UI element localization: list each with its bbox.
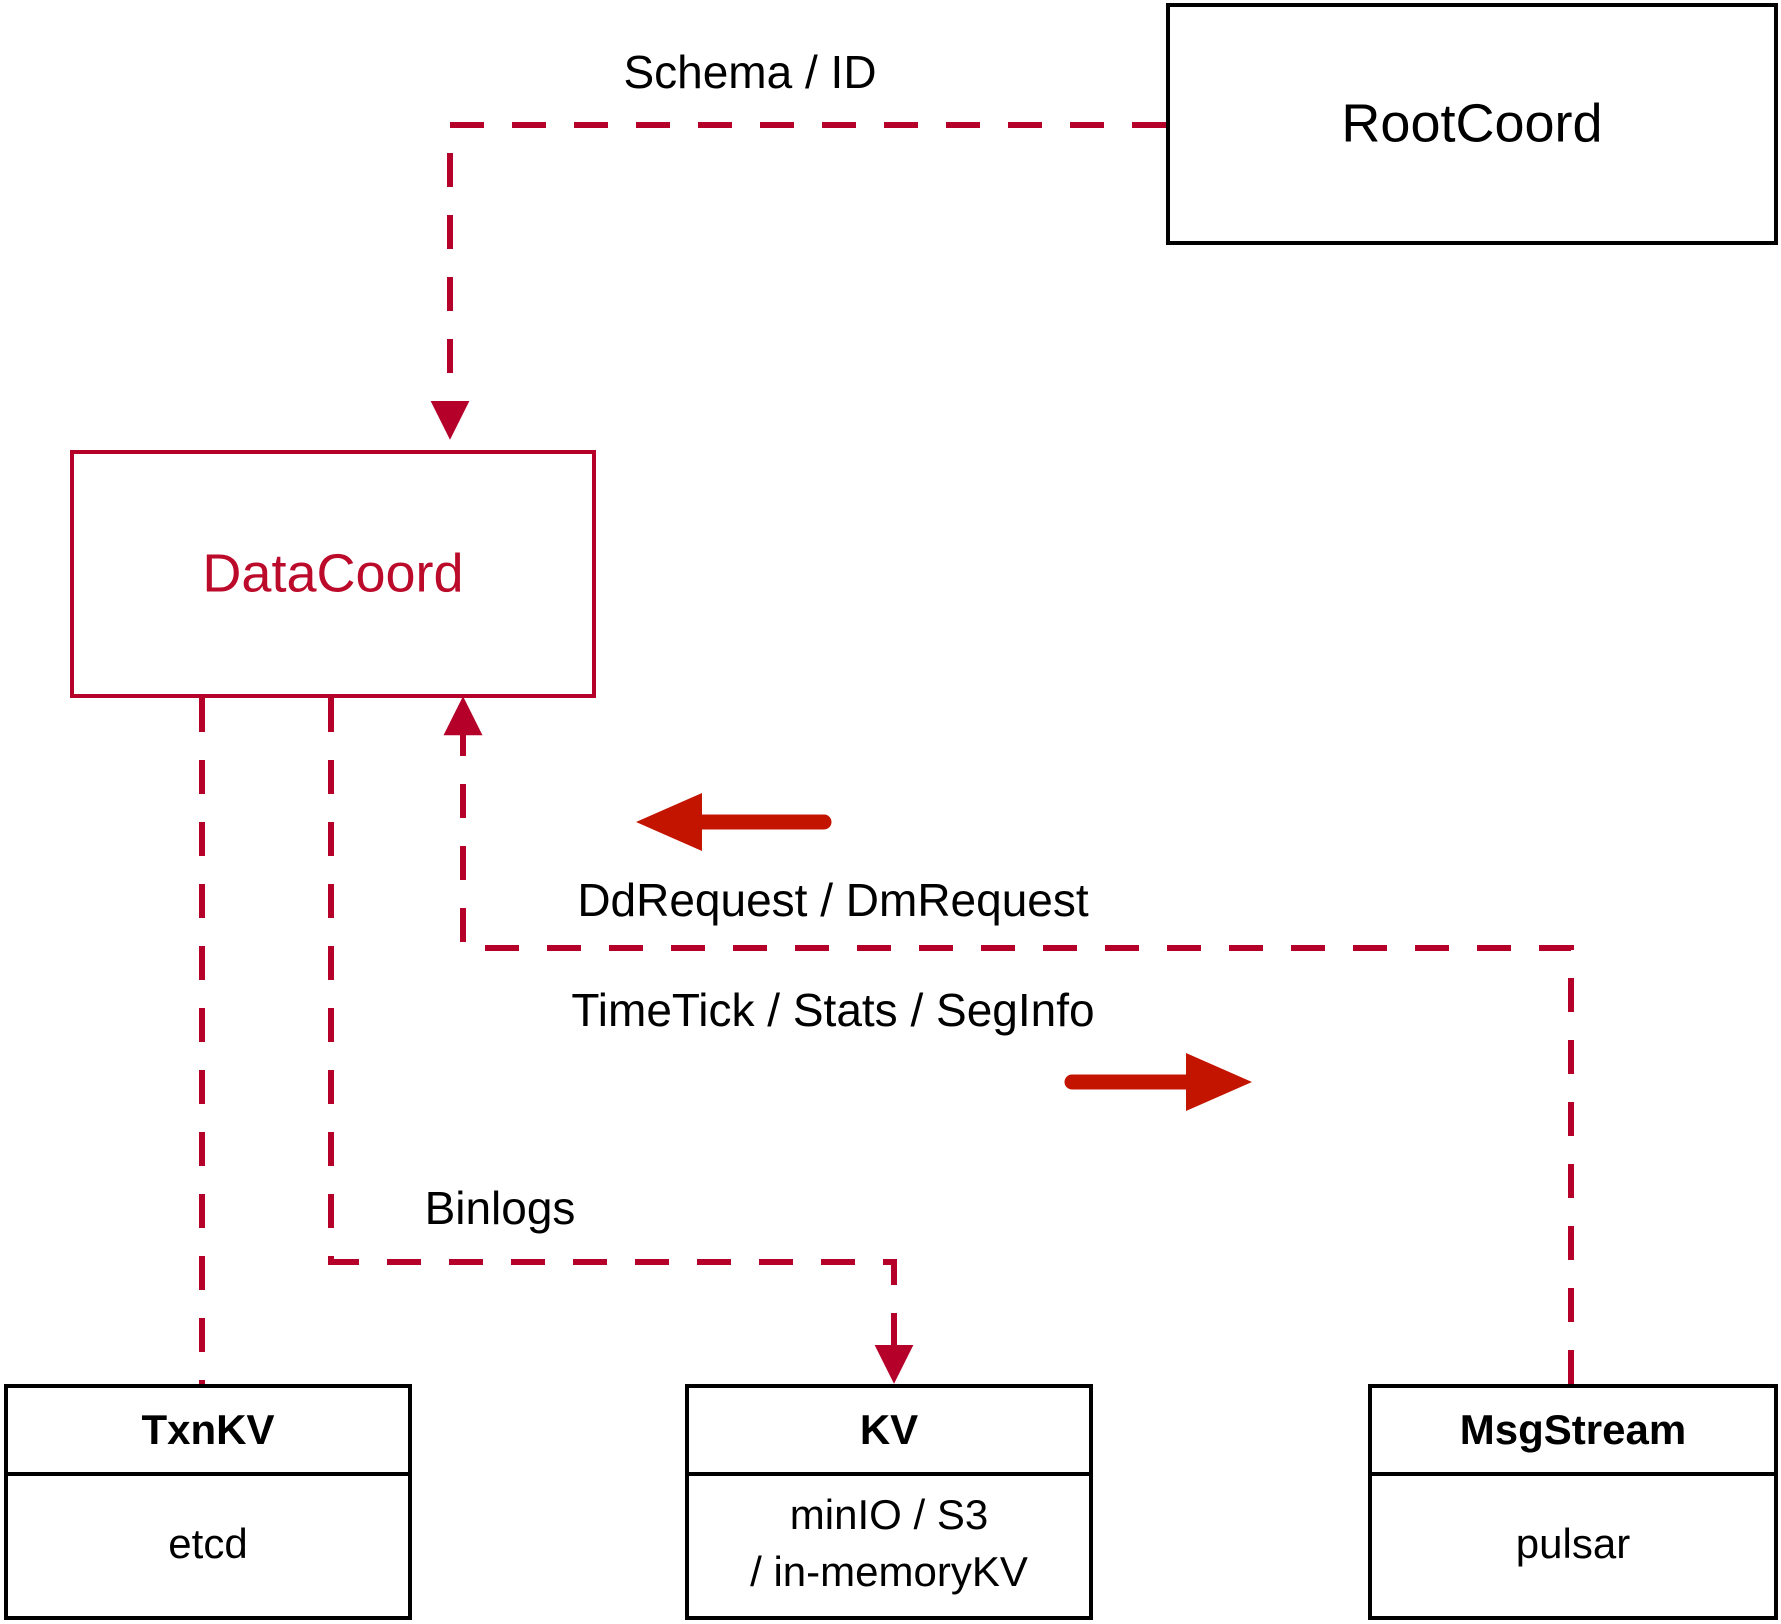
- node-datacoord[interactable]: DataCoord: [70, 450, 596, 698]
- edge-rootcoord-to-datacoord: [430, 122, 1166, 440]
- node-kv-header: KV: [689, 1388, 1089, 1476]
- node-msgstream[interactable]: MsgStream pulsar: [1368, 1384, 1778, 1620]
- edge-msgstream-to-datacoord: [443, 696, 1574, 1384]
- inbound-arrow: [636, 793, 832, 851]
- edge-label-timetick-stats-seginfo: TimeTick / Stats / SegInfo: [571, 984, 1095, 1036]
- node-datacoord-label: DataCoord: [202, 543, 464, 604]
- edge-label-dd-dm-request: DdRequest / DmRequest: [577, 874, 1089, 926]
- node-kv-body-line-1: minIO / S3: [789, 1491, 989, 1539]
- edge-label-schema-id: Schema / ID: [623, 46, 877, 98]
- edge-label-binlogs: Binlogs: [424, 1182, 576, 1234]
- node-kv-body-line-2: / in-memoryKV: [750, 1548, 1028, 1595]
- node-kv-body: minIO / S3 / in-memoryKV: [689, 1472, 1089, 1616]
- node-rootcoord[interactable]: RootCoord: [1166, 3, 1778, 245]
- edge-datacoord-to-kv: [328, 698, 914, 1384]
- node-msgstream-header: MsgStream: [1372, 1388, 1774, 1476]
- node-txnkv-body: etcd: [8, 1472, 408, 1616]
- node-txnkv-body-line-1: etcd: [168, 1519, 248, 1567]
- node-txnkv-header: TxnKV: [8, 1388, 408, 1476]
- node-txnkv[interactable]: TxnKV etcd: [4, 1384, 412, 1620]
- outbound-arrow: [1064, 1053, 1252, 1111]
- node-msgstream-body: pulsar: [1372, 1472, 1774, 1616]
- node-rootcoord-label: RootCoord: [1341, 93, 1603, 154]
- node-kv[interactable]: KV minIO / S3 / in-memoryKV: [685, 1384, 1093, 1620]
- node-msgstream-body-line-1: pulsar: [1515, 1519, 1631, 1567]
